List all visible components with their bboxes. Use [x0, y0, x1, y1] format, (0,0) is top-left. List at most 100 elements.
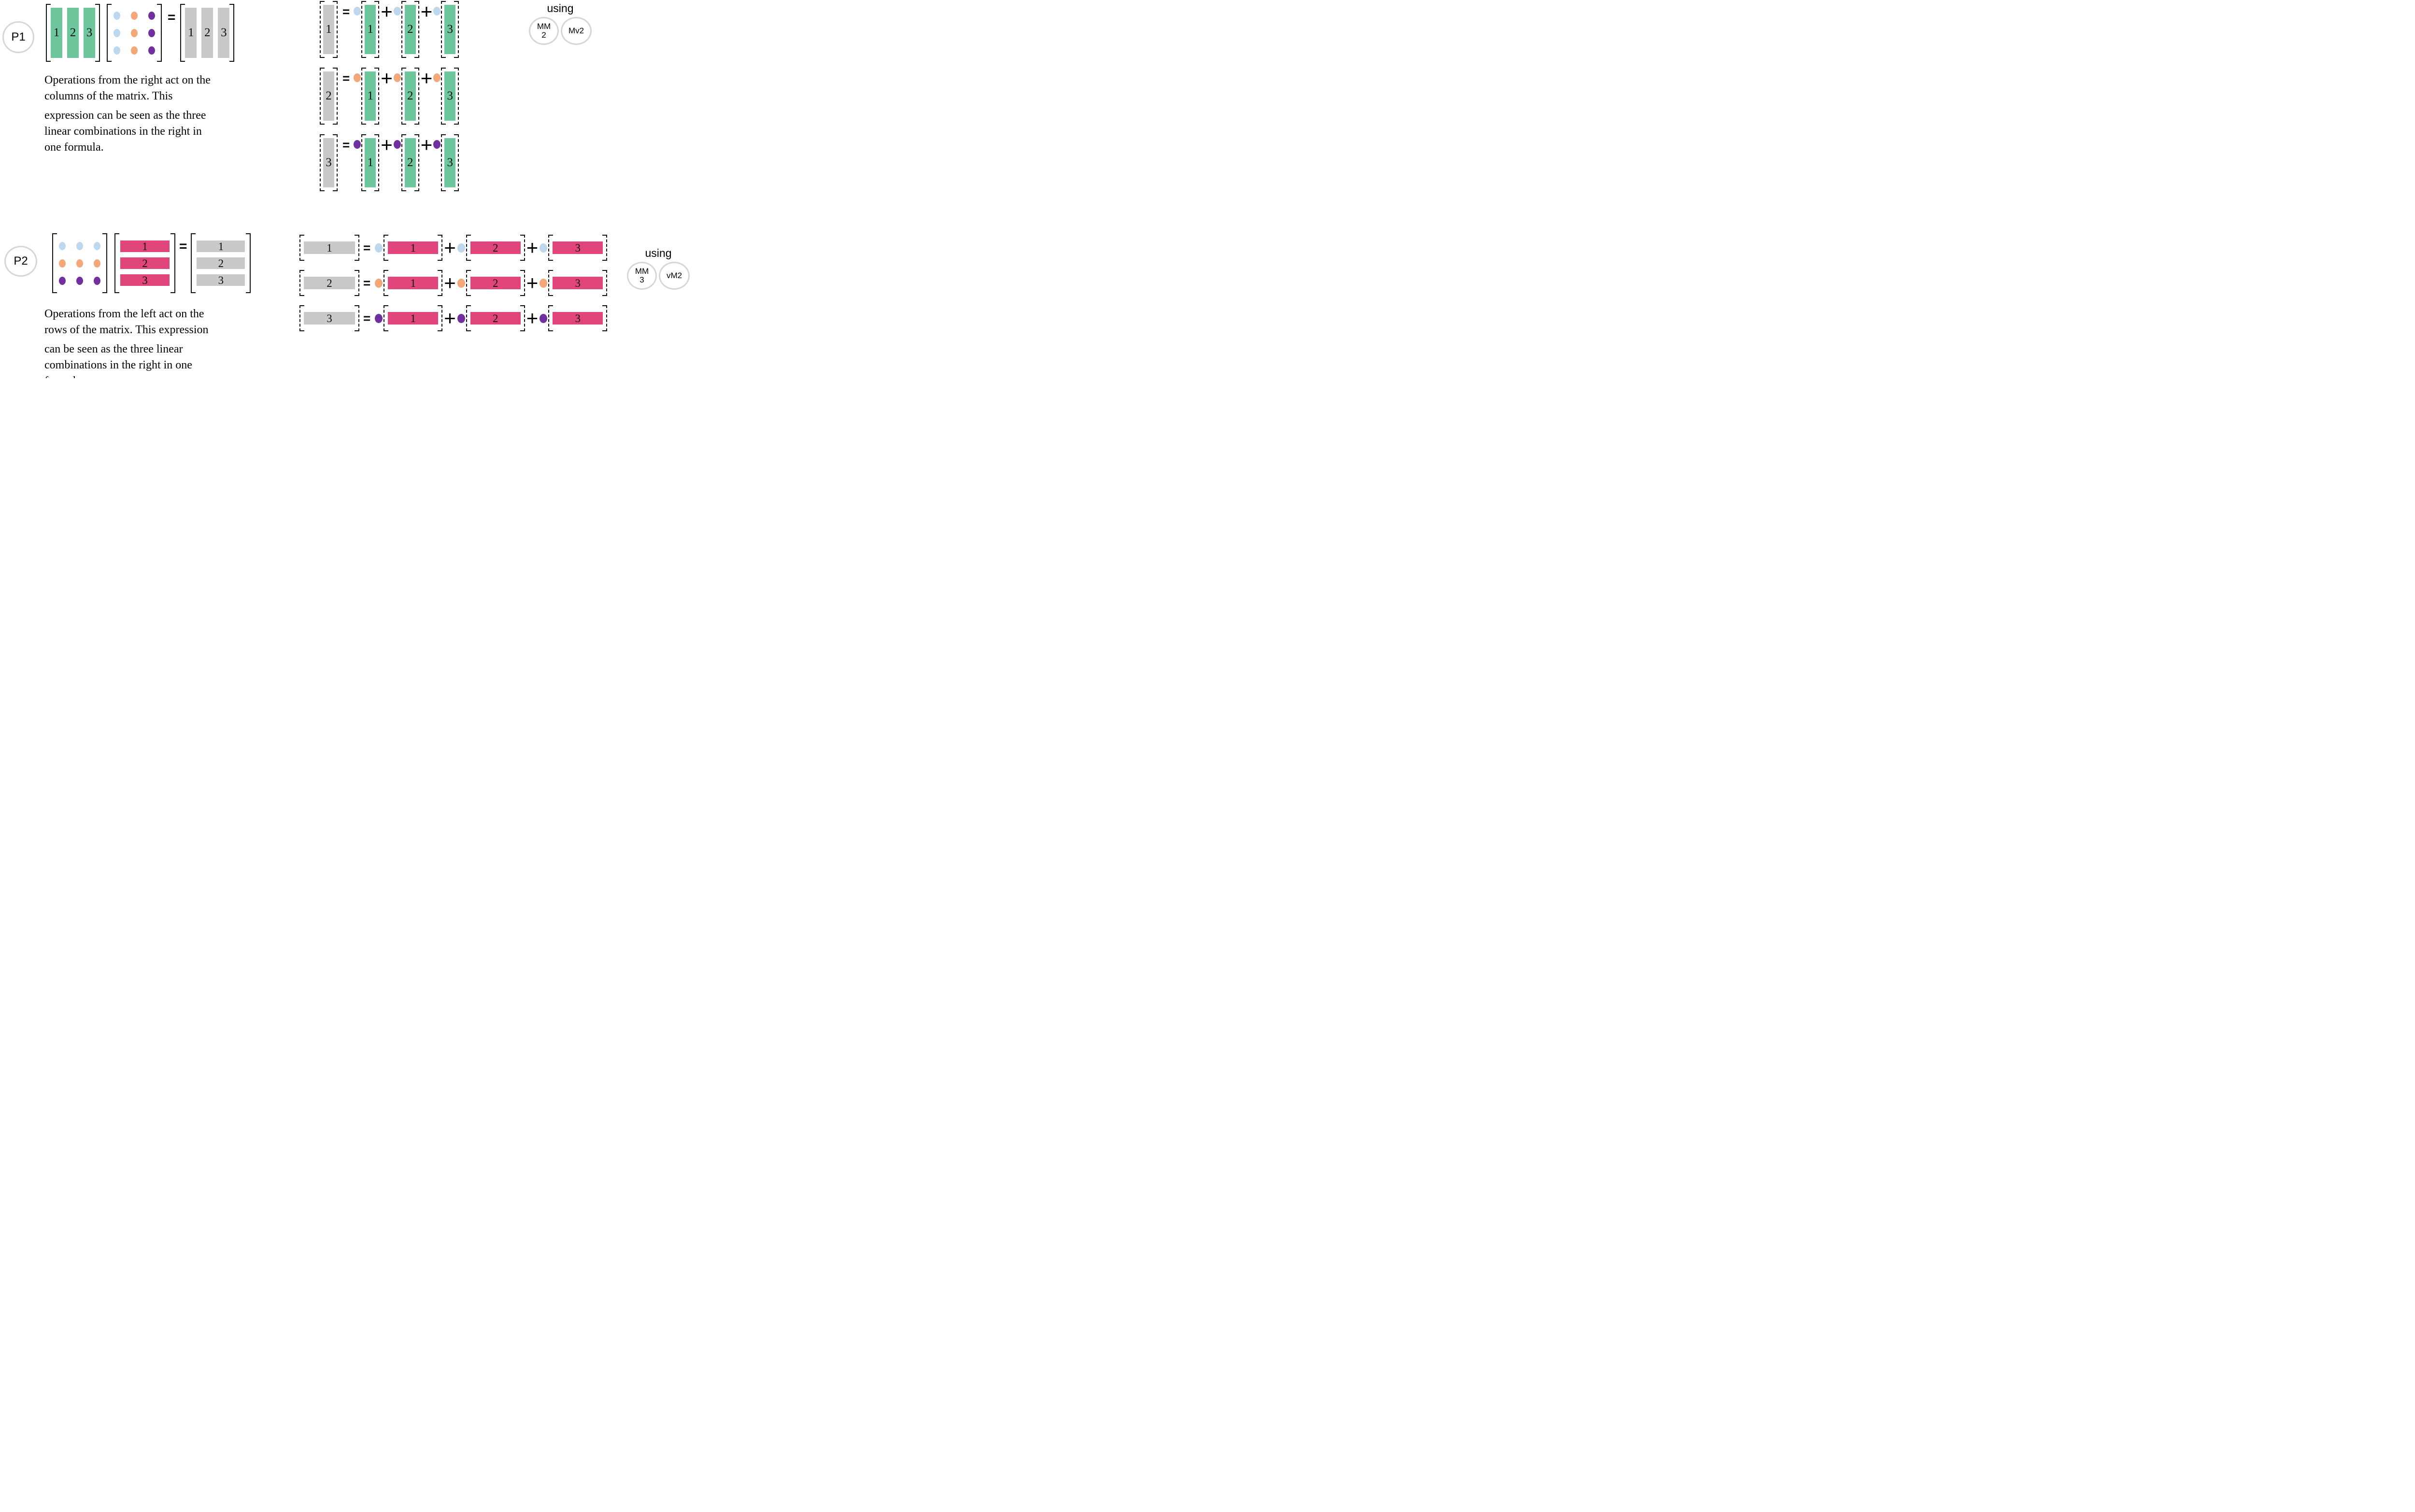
pink-row-bar: 3	[553, 277, 603, 289]
term-row: 3	[548, 235, 608, 261]
gray-column-bar: 1	[323, 5, 334, 54]
gray-column-bar: 2	[201, 8, 213, 58]
p1-coefficient-matrix	[107, 4, 162, 62]
description-line: Operations from the left act on the	[44, 308, 204, 320]
description-line: expression can be seen as the three	[44, 109, 206, 122]
coefficient-dot	[76, 276, 83, 285]
term-column: 1	[361, 134, 380, 191]
tag-line: MM	[537, 22, 551, 31]
row-label: 2	[218, 257, 224, 269]
plus-sign: +	[526, 307, 539, 329]
gray-column-bar: 3	[323, 138, 334, 187]
coefficient-dot	[393, 7, 401, 15]
gray-row-bar: 3	[197, 274, 245, 286]
term-column: 2	[401, 68, 419, 125]
column-label: 3	[86, 26, 93, 39]
column-label: 1	[188, 26, 194, 39]
dot-grid	[114, 11, 155, 55]
p2-coefficient-matrix	[52, 233, 107, 293]
p1-result-matrix: 1 2 3	[180, 4, 235, 62]
coefficient-dot	[354, 73, 361, 82]
coefficient-dot	[59, 259, 66, 268]
green-column-bar: 3	[444, 71, 456, 121]
description-line: one formula.	[44, 141, 104, 154]
plus-sign: +	[381, 0, 393, 23]
tag-vm2-circle: vM2	[659, 262, 690, 290]
plus-sign: +	[444, 307, 456, 329]
pink-row-bar: 2	[120, 257, 170, 269]
coefficient-dot	[59, 241, 66, 250]
gray-column-bar: 1	[185, 8, 197, 58]
description-line: combinations in the right in one	[44, 359, 192, 371]
description-line: linear combinations in the right in	[44, 125, 202, 138]
term-column: 2	[401, 134, 419, 191]
green-column-bar: 2	[404, 5, 416, 54]
coefficient-dot	[76, 241, 83, 250]
term-row: 1	[384, 270, 443, 296]
green-column-bar: 3	[444, 138, 456, 187]
term-row: 1	[384, 235, 443, 261]
p1-equation-row-2: 2 = 1 + 2 + 3	[320, 68, 459, 125]
term-column: 1	[361, 68, 380, 125]
description-line: Operations from the right act on the	[44, 74, 211, 86]
green-column-bar: 1	[51, 8, 62, 58]
coefficient-dot	[148, 11, 155, 20]
p2-equation-row-2: 2 = 1 + 2 + 3	[299, 270, 608, 296]
p2-center-matrix: 1 2 3	[114, 233, 175, 293]
plus-sign: +	[444, 271, 456, 294]
p1-using: using MM 2 Mv2	[524, 2, 597, 45]
term-row: 2	[466, 235, 525, 261]
equals-sign: =	[363, 276, 371, 290]
p2-equation-row-1: 1 = 1 + 2 + 3	[299, 235, 608, 261]
p2-equation-row-3: 3 = 1 + 2 + 3	[299, 305, 608, 331]
p1-equations: 1 = 1 + 2 + 3 2 = 1 + 2 + 3 3 =	[320, 1, 459, 201]
p2-description: Operations from the left act on the rows…	[44, 306, 271, 378]
p2-using: using MM 3 vM2	[623, 247, 692, 290]
p2-result-matrix: 1 2 3	[191, 233, 251, 293]
column-label: 2	[204, 26, 211, 39]
tag-line: vM2	[666, 271, 682, 280]
green-column-bar: 3	[444, 5, 456, 54]
coefficient-dot	[457, 243, 465, 253]
row-label: 1	[142, 240, 148, 253]
p2-badge: P2	[4, 246, 37, 277]
tag-mm3-circle: MM 3	[627, 262, 657, 290]
lhs-row: 2	[299, 270, 359, 296]
plus-sign: +	[444, 236, 456, 259]
term-column: 3	[441, 134, 459, 191]
column-label: 3	[221, 26, 227, 39]
term-row: 3	[548, 270, 608, 296]
tag-line: 2	[541, 30, 546, 40]
equals-sign: =	[179, 239, 187, 254]
equals-sign: =	[342, 138, 350, 152]
pink-row-bar: 1	[388, 312, 439, 325]
plus-sign: +	[420, 67, 433, 89]
description-line: rows of the matrix. This expression	[44, 324, 209, 336]
term-column: 3	[441, 68, 459, 125]
coefficient-dot	[114, 46, 120, 55]
tag-line: 3	[639, 275, 644, 284]
gray-row-bar: 2	[304, 277, 355, 289]
green-column-bar: 1	[365, 138, 376, 187]
description-line: columns of the matrix. This	[44, 90, 173, 102]
equals-sign: =	[342, 4, 350, 19]
term-column: 3	[441, 1, 459, 58]
plus-sign: +	[420, 133, 433, 156]
coefficient-dot	[375, 243, 383, 253]
p1-equation-row-3: 3 = 1 + 2 + 3	[320, 134, 459, 191]
tag-mm2-circle: MM 2	[529, 17, 559, 45]
coefficient-dot	[354, 140, 361, 149]
description-line: formula.	[44, 373, 271, 378]
coefficient-dot	[59, 276, 66, 285]
coefficient-dot	[393, 140, 401, 149]
tag-circles: MM 2 Mv2	[524, 17, 597, 45]
coefficient-dot	[433, 7, 441, 15]
row-label: 1	[218, 240, 224, 253]
p2-badge-label: P2	[14, 254, 28, 268]
pink-row-bar: 2	[470, 277, 521, 289]
plus-sign: +	[526, 236, 539, 259]
green-column-bar: 2	[404, 71, 416, 121]
pink-row-bar: 3	[553, 241, 603, 254]
p1-statement: 1 2 3 = 1 2 3	[46, 4, 235, 62]
plus-sign: +	[381, 67, 393, 89]
